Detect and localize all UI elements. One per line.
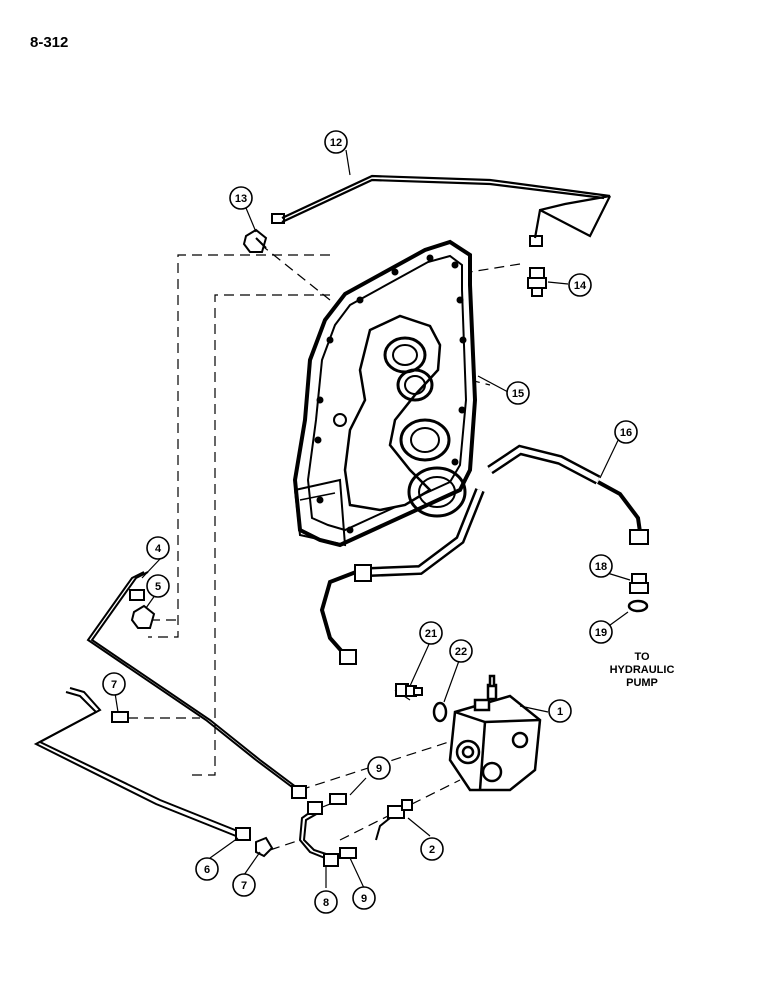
svg-text:12: 12 [330,137,342,149]
fitting-7-lower [255,836,274,858]
svg-text:19: 19 [595,627,607,639]
callout-7-lower: 7 [232,873,256,897]
callout-22: 22 [449,639,473,663]
svg-text:2: 2 [429,844,435,856]
svg-text:9: 9 [361,893,367,905]
callout-14: 14 [568,273,592,297]
fitting-21 [395,683,423,697]
page-number: 8-312 [30,34,69,51]
tube-6 [33,687,251,841]
gear-housing-plate [292,239,478,548]
note-line-3: PUMP [626,677,658,689]
svg-text:18: 18 [595,561,607,573]
callout-9-upper: 9 [367,756,391,780]
svg-text:4: 4 [155,543,162,555]
svg-text:7: 7 [111,679,117,691]
callout-1: 1 [548,699,572,723]
fitting-18 [629,573,649,594]
o-ring-22 [432,701,448,723]
tube-8 [298,801,339,867]
hydraulic-pump-note: TO HYDRAULIC PUMP [610,651,675,689]
elbow-fitting-13 [242,228,268,253]
callout-15: 15 [506,381,530,405]
fitting-7-upper [111,711,129,723]
leader-lines [114,149,631,889]
callout-19: 19 [589,620,613,644]
callout-5: 5 [146,574,170,598]
callout-18: 18 [589,554,613,578]
svg-text:22: 22 [455,646,467,658]
svg-text:5: 5 [155,581,161,593]
svg-text:8: 8 [323,897,329,909]
callout-8: 8 [314,890,338,914]
fitting-9-lower [339,847,357,859]
valve-1 [448,674,542,792]
callout-7-upper: 7 [102,672,126,696]
callout-9-lower: 9 [352,886,376,910]
fitting-9-upper [329,793,347,805]
tube-12 [271,174,611,247]
hose-16 [319,444,649,665]
callout-12: 12 [324,130,348,154]
callout-4: 4 [146,536,170,560]
callout-16: 16 [614,420,638,444]
tube-4 [86,571,307,799]
svg-text:16: 16 [620,427,632,439]
callout-21: 21 [419,621,443,645]
svg-text:6: 6 [204,864,210,876]
svg-text:9: 9 [376,763,382,775]
svg-text:13: 13 [235,193,247,205]
svg-text:21: 21 [425,628,437,640]
note-line-2: HYDRAULIC [610,664,675,676]
svg-text:15: 15 [512,388,524,400]
svg-text:1: 1 [557,706,563,718]
callout-13: 13 [229,186,253,210]
svg-text:7: 7 [241,880,247,892]
elbow-fitting-5 [130,604,156,629]
sensor-2 [375,799,413,841]
o-ring-19 [627,599,649,613]
callout-2: 2 [420,837,444,861]
callout-6: 6 [195,857,219,881]
fitting-14 [527,267,547,297]
note-line-1: TO [634,651,650,663]
svg-text:14: 14 [574,280,587,292]
